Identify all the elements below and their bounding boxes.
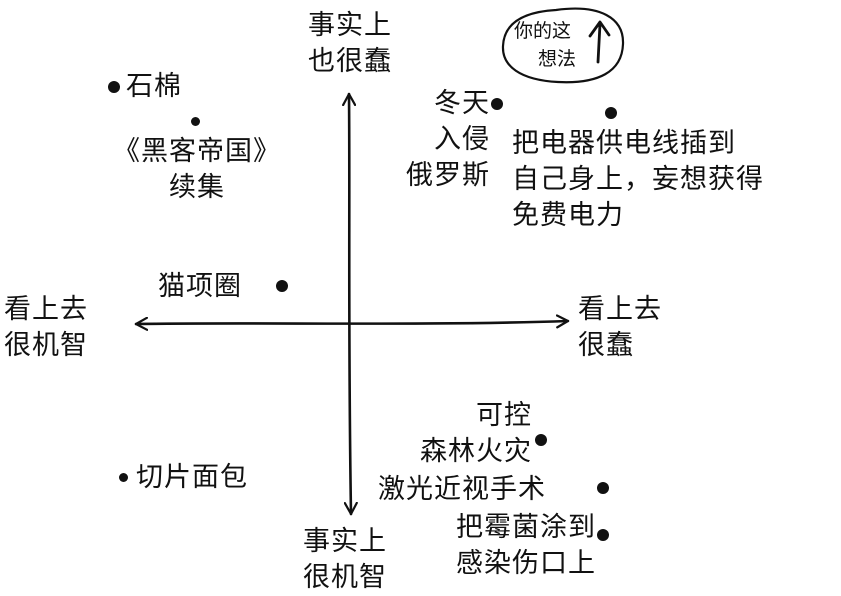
axis-label-right: 看上去 很蠢 — [578, 294, 662, 361]
badge-circle — [501, 7, 625, 84]
axis-label-bottom: 事实上 很机智 — [303, 526, 387, 593]
badge-line-2: 想法 — [538, 48, 577, 70]
point-winter-invasion — [491, 98, 503, 110]
point-cat-collar — [276, 280, 288, 292]
item-free-power: 把电器供电线插到 自己身上，妄想获得 免费电力 — [512, 128, 764, 231]
point-matrix-sequel — [190, 116, 200, 126]
item-lasik: 激光近视手术 — [378, 474, 546, 505]
badge-line-1: 你的这 — [514, 20, 572, 42]
item-winter-invasion: 冬天 入侵 俄罗斯 — [406, 88, 490, 191]
vertical-axis — [349, 92, 351, 516]
item-asbestos: 石棉 — [126, 71, 182, 102]
horizontal-axis — [134, 321, 570, 324]
item-controlled-fire: 可控 森林火灾 — [420, 400, 532, 467]
point-free-power — [605, 107, 617, 119]
point-sliced-bread — [118, 472, 128, 482]
axis-label-top: 事实上 也很蠢 — [308, 10, 392, 77]
item-sliced-bread: 切片面包 — [136, 462, 248, 493]
item-mold-wound: 把霉菌涂到 感染伤口上 — [456, 512, 596, 579]
item-matrix-sequel: 《黑客帝国》 续集 — [113, 136, 281, 203]
point-lasik — [597, 482, 609, 494]
axis-label-left: 看上去 很机智 — [4, 294, 88, 361]
point-asbestos — [108, 81, 120, 93]
point-controlled-fire — [535, 434, 547, 446]
up-arrow-icon — [588, 20, 611, 64]
item-cat-collar: 猫项圈 — [158, 271, 242, 302]
point-mold-wound — [597, 529, 609, 541]
